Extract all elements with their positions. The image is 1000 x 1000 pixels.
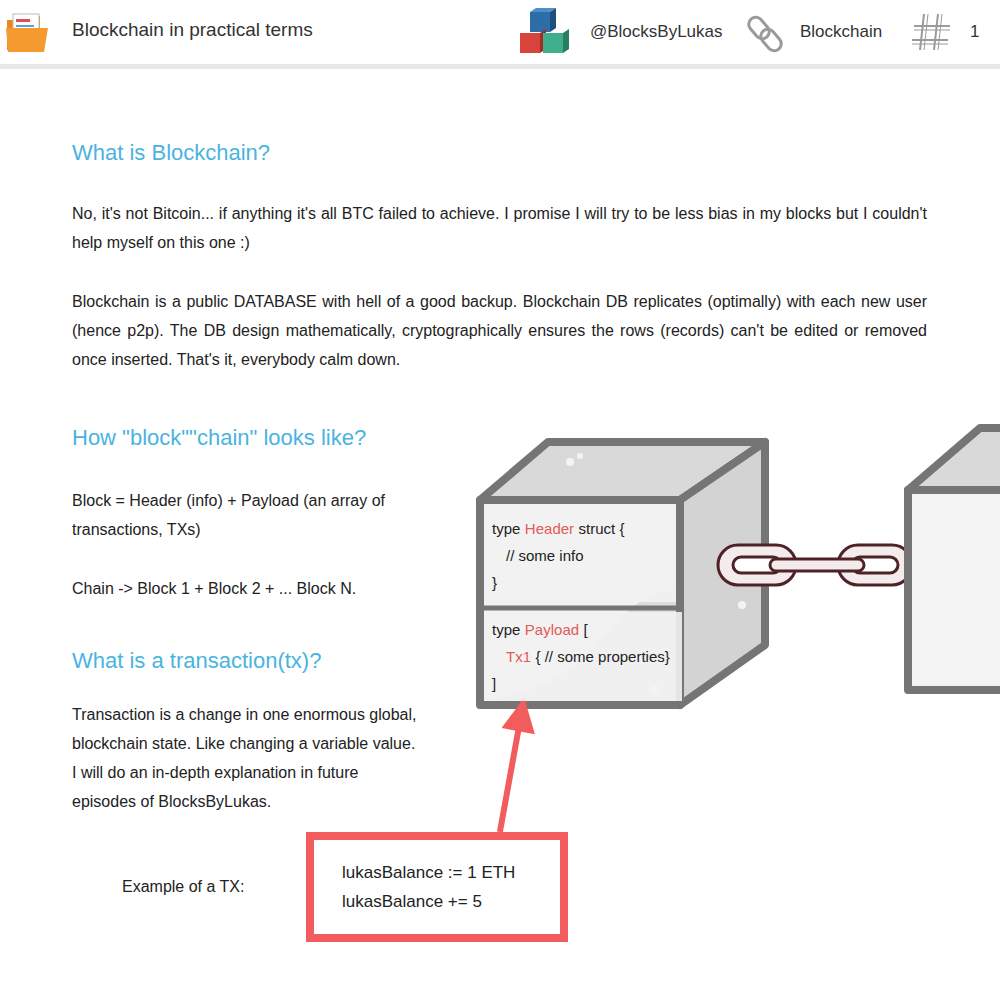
- transaction-example-box: lukasBalance := 1 ETHlukasBalance += 5: [306, 832, 568, 942]
- header-bar: [0, 0, 1000, 65]
- code-text: lukasBalance := 1 ETH: [342, 858, 515, 887]
- type-name: Header: [525, 515, 574, 542]
- chain-link: [718, 545, 912, 585]
- code-text: // some info: [506, 542, 584, 569]
- code-text: }: [492, 569, 497, 596]
- code-text: [: [584, 616, 588, 643]
- text-line: Tx1{ // some properties}: [492, 643, 674, 670]
- code-text: type: [492, 616, 520, 643]
- body-text: No, it's not Bitcoin... if anything it's…: [72, 199, 927, 257]
- caption-label: Example of a TX:: [122, 876, 244, 897]
- text-line: typeHeaderstruct {: [492, 515, 668, 542]
- folder-icon: [6, 14, 48, 52]
- page-title: Blockchain in practical terms: [72, 19, 313, 41]
- payload-box: typePayload[Tx1{ // some properties}]: [484, 612, 682, 701]
- text-line: typePayload[: [492, 616, 674, 643]
- header-struct-box: typeHeaderstruct {// some info}: [484, 509, 676, 602]
- header-rule: [0, 64, 1000, 69]
- body-text: Blockchain is a public DATABASE with hel…: [72, 287, 927, 374]
- section-heading: How "block""chain" looks like?: [72, 423, 366, 452]
- body-text: Chain -> Block 1 + Block 2 + ... Block N…: [72, 574, 452, 603]
- episode-number: 1: [970, 21, 979, 43]
- code-text: { // some properties}: [536, 643, 670, 670]
- body-text: Block = Header (info) + Payload (an arra…: [72, 486, 434, 544]
- code-text: ]: [492, 670, 496, 697]
- text-line: // some info: [492, 542, 668, 569]
- section-heading: What is a transaction(tx)?: [72, 646, 321, 675]
- text-line: ]: [492, 670, 674, 697]
- body-text: Transaction is a change in one enormous …: [72, 700, 417, 816]
- block-cube: [908, 428, 1000, 690]
- code-text: struct {: [579, 515, 625, 542]
- author-handle: @BlocksByLukas: [590, 21, 723, 43]
- type-name: Payload: [525, 616, 579, 643]
- code-text: lukasBalance += 5: [342, 887, 482, 916]
- hash-icon: [912, 14, 950, 50]
- section-heading: What is Blockchain?: [72, 138, 270, 167]
- text-line: }: [492, 569, 668, 596]
- text-line: lukasBalance += 5: [342, 887, 538, 916]
- blocks-icon: [520, 8, 569, 53]
- pointer-arrow: [500, 701, 524, 832]
- link-icon: [746, 14, 784, 53]
- topic-tag: Blockchain: [800, 21, 882, 43]
- type-name: Tx1: [506, 643, 531, 670]
- text-line: lukasBalance := 1 ETH: [342, 858, 538, 887]
- code-text: type: [492, 515, 520, 542]
